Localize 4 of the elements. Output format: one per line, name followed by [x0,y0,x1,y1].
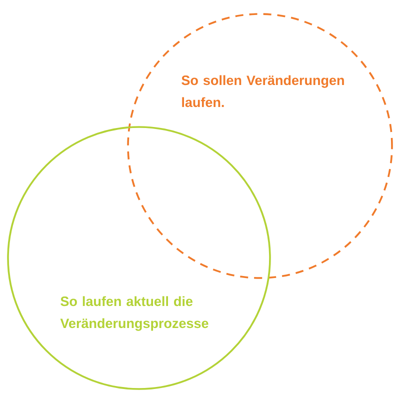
circle [127,13,393,279]
circle-label: So laufen aktuell die Veränderungsprozesse [60,296,208,331]
circle [7,126,271,390]
circle-label: So sollen Veränderungen laufen. [182,75,344,108]
